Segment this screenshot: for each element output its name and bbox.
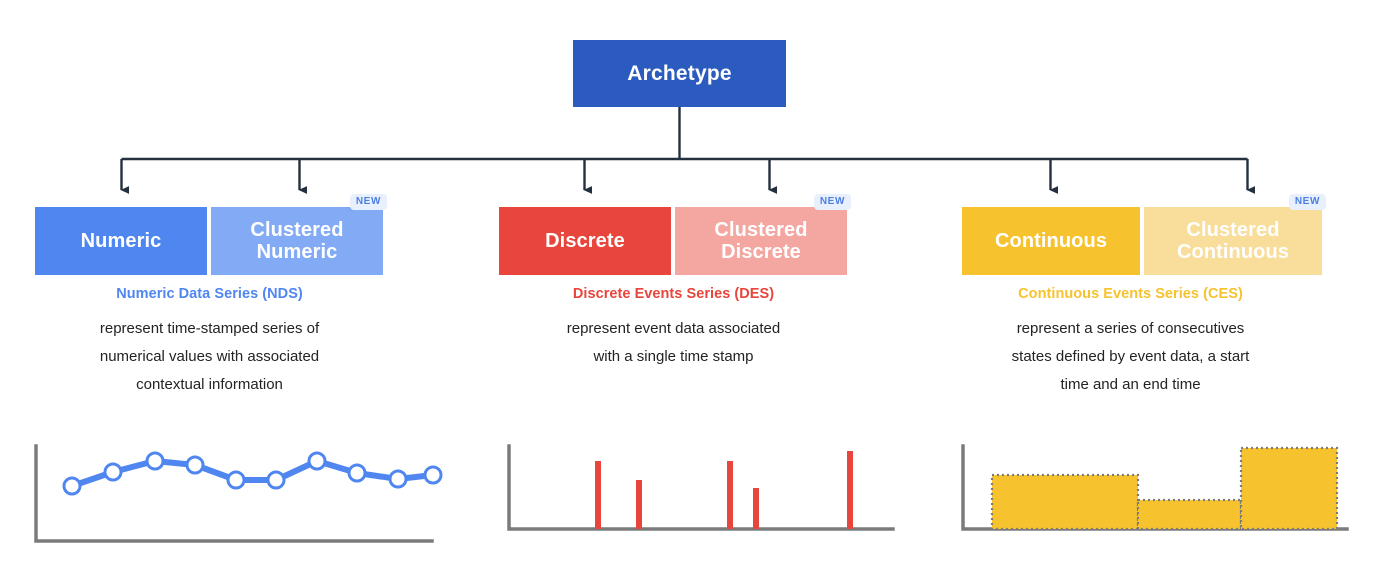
caption-numeric: Numeric Data Series (NDS) represent time… (35, 286, 384, 400)
node-discrete-label: Discrete (545, 229, 625, 252)
node-discrete[interactable]: Discrete (499, 207, 671, 275)
new-badge-clustered-continuous: NEW (1288, 194, 1326, 210)
node-clustered-discrete[interactable]: Clustered Discrete NEW (675, 194, 851, 275)
caption-discrete-body: represent event data associated with a s… (566, 320, 781, 366)
node-numeric-label: Numeric (80, 229, 162, 252)
node-clustered-continuous-label: Clustered Continuous (1176, 218, 1290, 263)
group-numeric: Numeric Clustered Numeric NEW (35, 194, 387, 275)
connector-tree (120, 107, 1256, 194)
caption-continuous: Continuous Events Series (CES) represent… (953, 286, 1308, 400)
chart-discrete-events (507, 444, 895, 531)
caption-numeric-body: represent time-stamped series of numeric… (99, 320, 320, 394)
chart-axes (34, 444, 434, 543)
node-continuous[interactable]: Continuous (962, 207, 1140, 275)
caption-discrete: Discrete Events Series (DES) represent e… (499, 286, 848, 371)
chart-line-series (69, 458, 436, 489)
chart-event-spikes (595, 451, 853, 529)
node-numeric[interactable]: Numeric (35, 207, 207, 275)
node-continuous-label: Continuous (994, 229, 1108, 252)
chart-axes (507, 444, 895, 531)
chart-continuous-states (961, 444, 1349, 531)
group-discrete-boxes: Discrete Clustered Discrete NEW (499, 194, 851, 275)
caption-continuous-title: Continuous Events Series (CES) (1018, 286, 1243, 302)
chart-numeric-sparkline (34, 444, 443, 543)
caption-continuous-body: represent a series of consecutives state… (1011, 320, 1250, 394)
new-badge-clustered-discrete: NEW (813, 194, 851, 210)
node-clustered-numeric[interactable]: Clustered Numeric NEW (211, 194, 387, 275)
node-clustered-numeric-label: Clustered Numeric (250, 218, 344, 263)
chart-state-blocks (990, 446, 1339, 531)
node-clustered-discrete-label: Clustered Discrete (714, 218, 808, 263)
chart-data-points (62, 451, 443, 496)
node-archetype-label: Archetype (627, 61, 732, 85)
caption-numeric-title: Numeric Data Series (NDS) (116, 286, 303, 302)
group-discrete: Discrete Clustered Discrete NEW (499, 194, 851, 275)
group-numeric-boxes: Numeric Clustered Numeric NEW (35, 194, 387, 275)
node-archetype[interactable]: Archetype (573, 40, 786, 107)
caption-discrete-title: Discrete Events Series (DES) (572, 286, 775, 302)
node-clustered-continuous[interactable]: Clustered Continuous NEW (1144, 194, 1326, 275)
group-continuous-boxes: Continuous Clustered Continuous NEW (962, 194, 1326, 275)
group-continuous: Continuous Clustered Continuous NEW (962, 194, 1326, 275)
new-badge-clustered-numeric: NEW (349, 194, 387, 210)
